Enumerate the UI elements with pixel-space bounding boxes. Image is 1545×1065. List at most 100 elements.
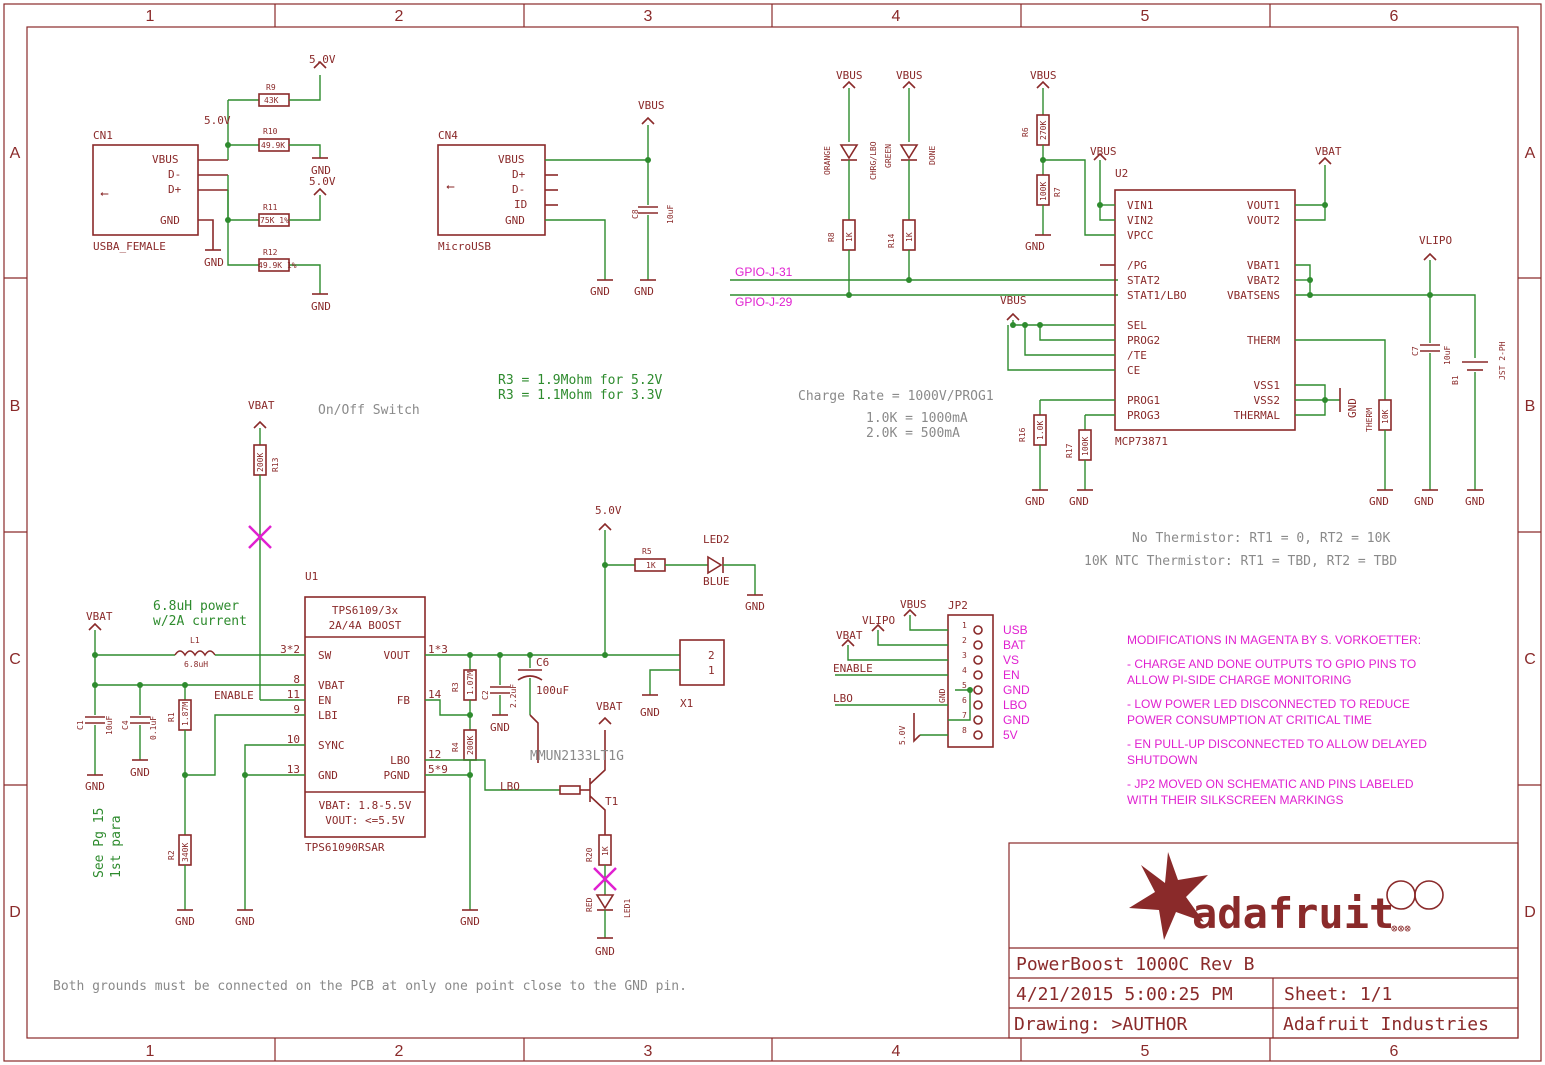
l1-ref: L1 xyxy=(190,636,200,645)
inductor-note-2: w/2A current xyxy=(153,614,247,629)
lbo-net-label-t1: LBO xyxy=(500,780,520,793)
b1-ref: B1 xyxy=(1451,375,1460,385)
zone-col-2-top: 2 xyxy=(395,8,404,25)
r4-gnd-label: GND xyxy=(460,915,480,928)
r5-ref: R5 xyxy=(642,547,652,556)
r13-value: 200K xyxy=(256,453,265,472)
cn1-ref: CN1 xyxy=(93,129,113,142)
mod-1-line-1: - CHARGE AND DONE OUTPUTS TO GPIO PINS T… xyxy=(1127,657,1416,671)
r8-value: 1K xyxy=(845,232,854,242)
u1-name: TPS61090RSAR xyxy=(305,841,385,854)
cn4-pin-vbus: VBUS xyxy=(498,153,525,166)
enable-pullup: VBAT 200K R13 xyxy=(248,399,280,700)
r3-value: 1.07M xyxy=(466,671,475,695)
jp2-label-bat: BAT xyxy=(1003,638,1026,652)
c7-ref: C7 xyxy=(1411,346,1420,356)
u2-ref: U2 xyxy=(1115,167,1128,180)
u2-vbus-label: VBUS xyxy=(1090,145,1117,158)
oshw-x-icon: ⊗⊗⊗ xyxy=(1391,922,1411,935)
rate-2k-note: 2.0K = 500mA xyxy=(866,426,960,441)
c2-value: 2.2uF xyxy=(509,684,518,708)
r16-value: 1.0K xyxy=(1036,421,1045,440)
u1-ref: U1 xyxy=(305,570,318,583)
t1-vbat-label: VBAT xyxy=(596,700,623,713)
jp2-lbo-label: LBO xyxy=(833,692,853,705)
microusb-icon: ⭠ xyxy=(446,180,455,193)
c8-gnd-label: GND xyxy=(634,285,654,298)
jp2-enable-label: ENABLE xyxy=(833,662,873,675)
r14-ref: R14 xyxy=(887,233,896,248)
led2-ref: LED2 xyxy=(703,533,730,546)
cn4-pin-dm: D- xyxy=(512,183,525,196)
zone-col-1-bottom: 1 xyxy=(146,1043,155,1060)
r16-gnd-label: GND xyxy=(1025,495,1045,508)
r11-ref: R11 xyxy=(263,203,278,212)
zone-row-c-left: C xyxy=(9,651,21,668)
cn1-pin-vbus: VBUS xyxy=(152,153,179,166)
u1-title-2: 2A/4A BOOST xyxy=(329,619,402,632)
r20-ref: R20 xyxy=(585,847,594,862)
u2-pin-te: /TE xyxy=(1127,349,1147,362)
r10-gnd-label: GND xyxy=(311,164,331,177)
jp2-pin-8: 8 xyxy=(962,726,967,735)
mod-2-line-1: - LOW POWER LED DISCONNECTED TO REDUCE xyxy=(1127,697,1410,711)
u1-pinnum-en: 11 xyxy=(287,688,300,701)
u2-pin-vbat2: VBAT2 xyxy=(1247,274,1280,287)
r6-vbus-label: VBUS xyxy=(1030,69,1057,82)
c8-ref: C8 xyxy=(631,209,640,219)
jp2-pin-4: 4 xyxy=(962,666,967,675)
jp2-label-vs: VS xyxy=(1003,653,1019,667)
vlipo-label-top: VLIPO xyxy=(1419,234,1452,247)
star-flower-icon xyxy=(1129,852,1208,940)
r1-value: 1.87M xyxy=(181,702,190,726)
u2-pin-ce: CE xyxy=(1127,364,1140,377)
mod-4-line-2: WITH THEIR SILKSCREEN MARKINGS xyxy=(1127,793,1343,807)
adafruit-logo: adafruit ⊗⊗⊗ xyxy=(1129,852,1444,940)
r9-value: 43K xyxy=(264,96,279,105)
u2-pin-sel: SEL xyxy=(1127,319,1147,332)
jp2-label-5v: 5V xyxy=(1003,728,1018,742)
r1-ref: R1 xyxy=(167,712,176,722)
u2-pin-vin2: VIN2 xyxy=(1127,214,1154,227)
u1-pinnum-gnd: 13 xyxy=(287,763,300,776)
r10-ref: R10 xyxy=(263,127,278,136)
u1-pinnum-lbi: 9 xyxy=(293,703,300,716)
u1-pinnum-lbo: 12 xyxy=(428,748,441,761)
u2-pin-prog3: PROG3 xyxy=(1127,409,1160,422)
enable-net-label: ENABLE xyxy=(214,689,254,702)
u1-title-1: TPS6109/3x xyxy=(332,604,399,617)
u2-pin-vout1: VOUT1 xyxy=(1247,199,1280,212)
r6-ref: R6 xyxy=(1021,127,1030,137)
drawing-frame xyxy=(3,3,1542,1062)
u2-pin-thermal: THERMAL xyxy=(1234,409,1281,422)
led-done-vbus: VBUS xyxy=(896,69,923,82)
jp2-pin-circles xyxy=(973,625,983,740)
cn4-vbus-label: VBUS xyxy=(638,99,665,112)
u1-spec-1: VBAT: 1.8-5.5V xyxy=(319,799,412,812)
mod-3-line-2: SHUTDOWN xyxy=(1127,753,1198,767)
jp2-pin-6: 6 xyxy=(962,696,967,705)
u2-name: MCP73871 xyxy=(1115,435,1168,448)
title-block: adafruit ⊗⊗⊗ PowerBoost 1000C Rev B 4/21… xyxy=(1008,842,1519,1039)
jp2-vlipo-label: VLIPO xyxy=(862,614,895,627)
mod-header: MODIFICATIONS IN MAGENTA BY S. VORKOETTE… xyxy=(1127,633,1421,647)
r13-ref: R13 xyxy=(271,457,280,472)
u1-pin-en: EN xyxy=(318,694,331,707)
c7-gnd-label: GND xyxy=(1414,495,1434,508)
c1-gnd-label: GND xyxy=(85,780,105,793)
therm-value: 10K xyxy=(1381,409,1390,424)
led-done-ref: DONE xyxy=(928,146,937,165)
v5-label-out: 5.0V xyxy=(595,504,622,517)
u2-pin-vout2: VOUT2 xyxy=(1247,214,1280,227)
usb-data-resistors: R9 43K 5.0V R10 49.9K GND 5.0V R11 75K 1… xyxy=(204,53,336,313)
mod-1-line-2: ALLOW PI-SIDE CHARGE MONITORING xyxy=(1127,673,1351,687)
boost-output-network: R3 1.07M R4 200K GND GND C2 2.2uF C6 100… xyxy=(425,504,765,928)
jp2-pin-7: 7 xyxy=(962,711,967,720)
u2-mcp73871-charger: U2 MCP73871 VIN1 VIN2 VPCC /PG STAT2 STA… xyxy=(1000,69,1507,508)
b1-gnd-label: GND xyxy=(1465,495,1485,508)
mod-4-line-1: - JP2 MOVED ON SCHEMATIC AND PINS LABELE… xyxy=(1127,777,1414,791)
low-battery-indicator: LBO VBAT T1 MMUN2133LT1G R20 1K RED LED1… xyxy=(425,700,632,958)
r3-note-2: R3 = 1.1Mohm for 3.3V xyxy=(498,388,663,403)
v5-label-mid: 5.0V xyxy=(204,114,231,127)
u1-pinnum-sync: 10 xyxy=(287,733,300,746)
